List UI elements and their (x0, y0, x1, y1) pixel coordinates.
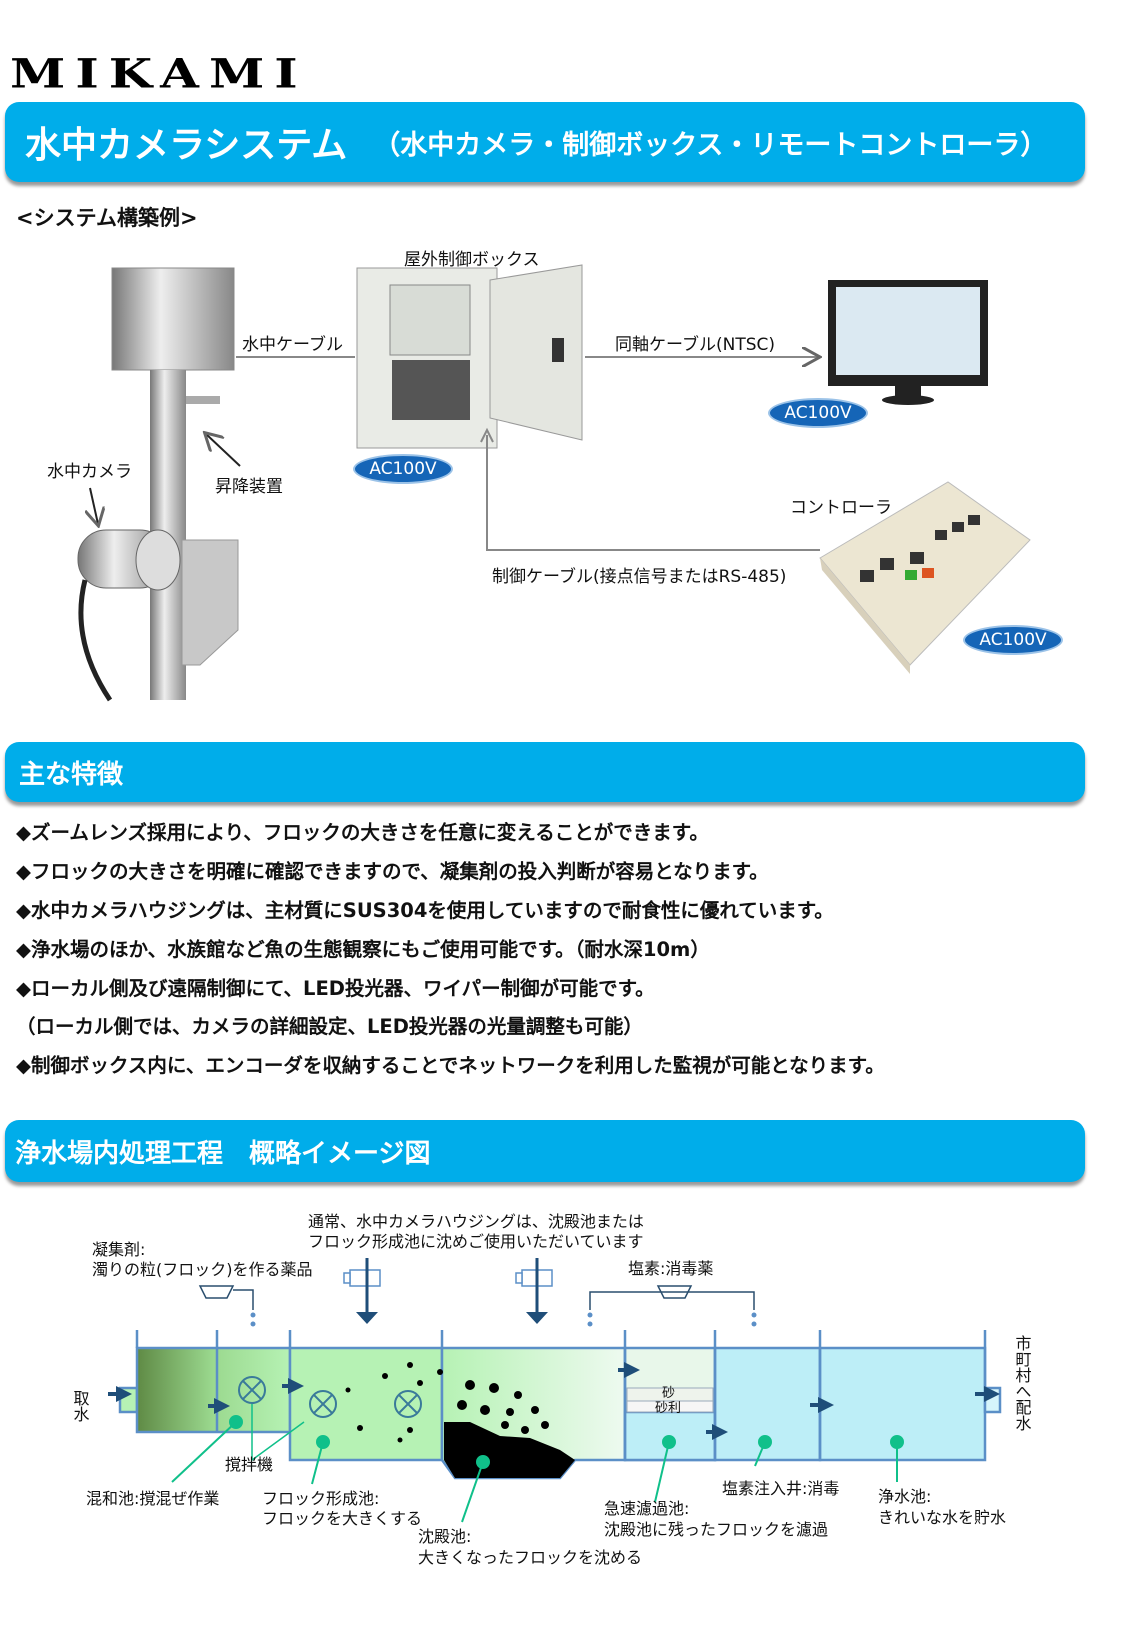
process-heading: 浄水場内処理工程 概略イメージ図 (15, 1138, 431, 1169)
floc-pond-desc: フロックを大きくする (262, 1509, 422, 1528)
camera-mast-image (77, 267, 239, 702)
feature-item: ◆制御ボックス内に、エンコーダを収納することでネットワークを利用した監視が可能と… (16, 1054, 885, 1077)
process-diagram: 通常、水中カメラハウジングは、沈殿池または フロック形成池に沈めご使用いただいて… (71, 1212, 1032, 1567)
coagulant-label: 凝集剤: (92, 1240, 145, 1259)
clean-pond-desc: きれいな水を貯水 (878, 1508, 1006, 1527)
power-badge-monitor: AC100V (768, 398, 868, 428)
mixing-pond-label: 混和池:撹混ぜ作業 (86, 1489, 219, 1508)
camera-housing-icons (343, 1269, 553, 1287)
clean-pond-label: 浄水池: (878, 1487, 931, 1506)
features-heading: 主な特徴 (19, 759, 124, 790)
outdoor-box-label: 屋外制御ボックス (404, 250, 540, 270)
settling-pond-label: 沈殿池: (418, 1527, 471, 1546)
flow-arrows (108, 1362, 1000, 1440)
underwater-cable-label: 水中ケーブル (242, 335, 343, 355)
system-diagram (77, 264, 1031, 702)
control-cable-label: 制御ケーブル(接点信号またはRS-485) (492, 567, 787, 587)
mikami-logo: MIKAMI (10, 50, 308, 98)
feature-item: ◆水中カメラハウジングは、主材質にSUS304を使用していますので耐食性に優れて… (16, 899, 834, 922)
underwater-camera-label: 水中カメラ (47, 462, 132, 482)
intake-label: 取水 (71, 1390, 90, 1422)
filter-pond-label: 急速濾過池: (604, 1499, 689, 1518)
feature-item: ◆フロックの大きさを明確に確認できますので、凝集剤の投入判断が容易となります。 (16, 860, 769, 883)
feature-item: ◆ズームレンズ採用により、フロックの大きさを任意に変えることができます。 (16, 821, 709, 844)
mixer-icons (238, 1376, 422, 1418)
leader-lines (171, 1415, 904, 1523)
camera-note-line1: 通常、水中カメラハウジングは、沈殿池または (308, 1212, 644, 1231)
power-badge-box: AC100V (353, 454, 453, 484)
sand-label: 砂 (662, 1386, 675, 1401)
floc-particles (345, 1362, 549, 1443)
power-badge-controller: AC100V (963, 625, 1063, 655)
settling-pond-desc: 大きくなったフロックを沈める (418, 1548, 642, 1567)
chlorine-well-label: 塩素注入井:消毒 (722, 1479, 839, 1498)
gravel-layer (626, 1400, 714, 1413)
monitor-image (828, 280, 988, 405)
distribution-label: 市町村へ配水 (1013, 1335, 1032, 1431)
controller-image (819, 481, 1031, 674)
lift-device-label: 昇降装置 (215, 477, 283, 497)
coagulant-desc: 濁りの粒(フロック)を作る薬品 (92, 1260, 313, 1279)
controller-label: コントローラ (790, 498, 892, 518)
camera-note-line2: フロック形成池に沈めご使用いただいています (308, 1232, 644, 1251)
chlorine-label: 塩素:消毒薬 (628, 1259, 713, 1278)
feature-item: （ローカル側では、カメラの詳細設定、LED投光器の光量調整も可能） (16, 1015, 643, 1038)
title-banner: 水中カメラシステム （水中カメラ・制御ボックス・リモートコントローラ） (5, 102, 1085, 182)
feature-item: ◆ローカル側及び遠隔制御にて、LED投光器、ワイパー制御が可能です。 (16, 977, 655, 1000)
control-box-image (356, 264, 583, 449)
process-banner: 浄水場内処理工程 概略イメージ図 (5, 1120, 1085, 1182)
page-title: 水中カメラシステム (25, 125, 348, 166)
gravel-label: 砂利 (655, 1401, 681, 1416)
coax-cable-label: 同軸ケーブル(NTSC) (615, 335, 776, 355)
feature-item: ◆浄水場のほか、水族館など魚の生態観察にもご使用可能です。（耐水深10m） (16, 938, 710, 961)
down-arrows (356, 1312, 548, 1324)
mixer-label: 撹拌機 (225, 1455, 273, 1474)
floc-pond-label: フロック形成池: (262, 1489, 379, 1508)
system-heading: <システム構築例> (16, 206, 198, 230)
page-subtitle: （水中カメラ・制御ボックス・リモートコントローラ） (373, 129, 1048, 161)
features-banner: 主な特徴 (5, 742, 1085, 802)
chemical-hoppers (198, 1285, 755, 1310)
filter-pond-desc: 沈殿池に残ったフロックを濾過 (604, 1520, 828, 1539)
